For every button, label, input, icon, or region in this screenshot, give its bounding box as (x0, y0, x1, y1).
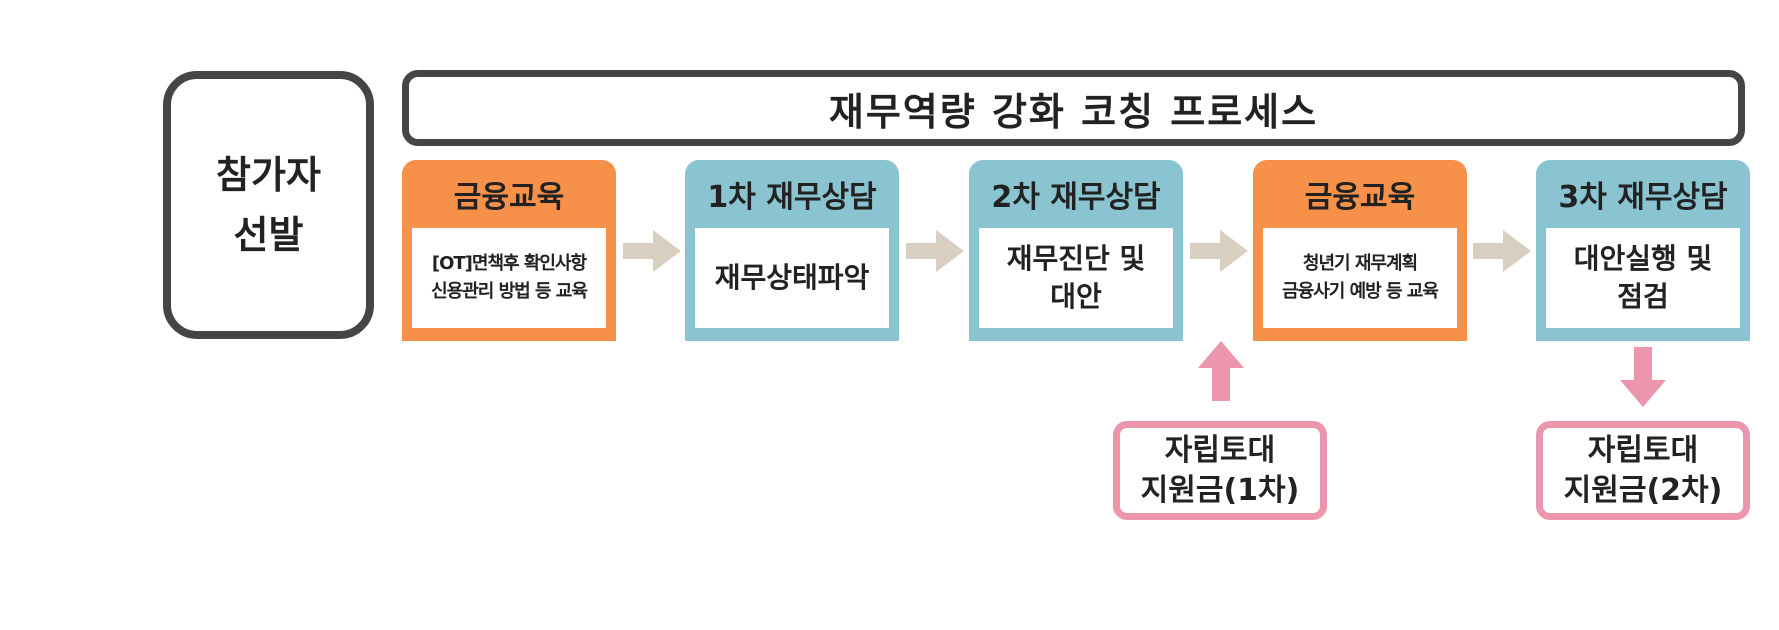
participant-selection-label: 참가자 선발 (216, 153, 321, 257)
step-financial-education-1: 금융교육 [OT]면책후 확인사항 신용관리 방법 등 교육 (402, 160, 616, 341)
down-arrow-icon (1620, 347, 1666, 407)
step-financial-education-2: 금융교육 청년기 재무계획 금융사기 예방 등 교육 (1253, 160, 1467, 341)
participant-selection-box: 참가자 선발 (163, 71, 374, 339)
support-fund-1-label: 자립토대 지원금(1차) (1140, 432, 1300, 508)
right-arrow-icon (906, 230, 964, 272)
process-title: 재무역량 강화 코칭 프로세스 (828, 89, 1319, 134)
step-body: 재무상태파악 (695, 228, 889, 328)
step-title: 3차 재무상담 (1558, 180, 1728, 215)
step-title: 1차 재무상담 (707, 180, 877, 215)
up-arrow-icon (1198, 341, 1244, 401)
right-arrow-icon (1190, 230, 1248, 272)
step-body: 청년기 재무계획 금융사기 예방 등 교육 (1263, 228, 1457, 328)
step-title: 2차 재무상담 (991, 180, 1161, 215)
process-title-box: 재무역량 강화 코칭 프로세스 (402, 70, 1745, 146)
support-fund-2-box: 자립토대 지원금(2차) (1536, 421, 1750, 520)
right-arrow-icon (1473, 230, 1531, 272)
step-body: 대안실행 및 점검 (1546, 228, 1740, 328)
step-counseling-1: 1차 재무상담 재무상태파악 (685, 160, 899, 341)
step-counseling-2: 2차 재무상담 재무진단 및 대안 (969, 160, 1183, 341)
step-title: 금융교육 (1304, 180, 1416, 215)
right-arrow-icon (623, 230, 681, 272)
support-fund-1-box: 자립토대 지원금(1차) (1113, 421, 1327, 520)
step-body: [OT]면책후 확인사항 신용관리 방법 등 교육 (412, 228, 606, 328)
step-counseling-3: 3차 재무상담 대안실행 및 점검 (1536, 160, 1750, 341)
step-body: 재무진단 및 대안 (979, 228, 1173, 328)
support-fund-2-label: 자립토대 지원금(2차) (1563, 432, 1723, 508)
step-title: 금융교육 (453, 180, 565, 215)
